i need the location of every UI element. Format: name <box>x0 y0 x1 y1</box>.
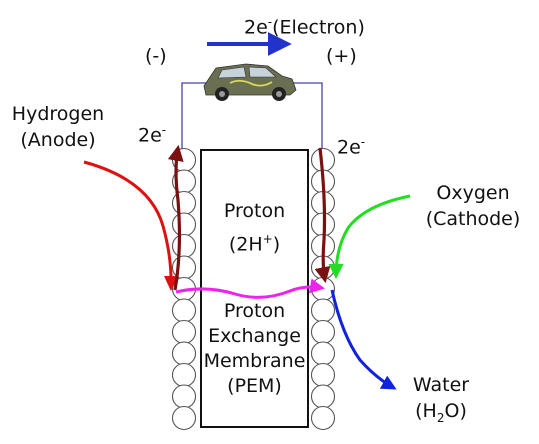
cathode-particle <box>310 362 336 388</box>
anode-electron-arrow <box>167 144 184 291</box>
proton-label-line1: Proton <box>223 200 286 222</box>
electron-flow-label: 2e-(Electron) <box>244 11 365 38</box>
anode-particle <box>171 319 197 345</box>
cathode-electron-label-main: 2e <box>337 136 361 159</box>
anode-electron-label: 2e- <box>138 119 166 146</box>
anode-particle <box>171 298 197 323</box>
cathode-label-line2: (Cathode) <box>425 208 521 230</box>
proton-chamber <box>200 149 309 428</box>
cathode-electron-label-sup: - <box>360 135 366 149</box>
membrane-label-line1: Proton <box>223 300 286 322</box>
cathode-electron-arrow <box>314 147 331 284</box>
cathode-particle <box>310 341 336 366</box>
cathode-label-line1: Oxygen <box>436 182 510 204</box>
proton-label-line2-sup: + <box>262 232 273 246</box>
anode-electron-label-main: 2e <box>138 124 162 147</box>
anode-electron-label-sup: - <box>161 123 167 137</box>
water-arrow <box>330 289 397 390</box>
proton-label: Proton (2H+) <box>201 200 308 255</box>
electron-flow-label-suffix: (Electron) <box>272 16 365 39</box>
cathode-electron-label: 2e- <box>337 131 365 158</box>
anode-particle <box>171 341 197 366</box>
water-label: Water (H2O) <box>396 374 486 429</box>
electron-flow-label-sup: - <box>267 15 273 29</box>
electron-flow-label-main: 2e <box>244 16 268 39</box>
anode-label-line2: (Anode) <box>20 129 96 151</box>
negative-terminal-label: (-) <box>145 45 167 67</box>
anode-label-line1: Hydrogen <box>11 103 105 125</box>
cathode-particle <box>310 276 336 302</box>
water-label-line2-prefix: (H <box>415 400 437 422</box>
positive-terminal-label: (+) <box>326 45 357 67</box>
cathode-label: Oxygen (Cathode) <box>412 182 534 230</box>
proton-label-line2-prefix: (2H <box>228 233 263 256</box>
membrane-label-line3: Membrane <box>203 350 306 372</box>
membrane-label-line4: (PEM) <box>227 375 282 397</box>
anode-particle <box>171 384 197 409</box>
proton-arrow <box>175 278 325 299</box>
membrane-label-line2: Exchange <box>208 325 301 347</box>
anode-label: Hydrogen (Anode) <box>6 103 110 151</box>
membrane-label: Proton Exchange Membrane (PEM) <box>197 300 312 397</box>
anode-particle <box>171 212 197 237</box>
car-image <box>203 63 297 101</box>
anode-particle <box>171 233 197 259</box>
anode-particle <box>171 362 197 388</box>
proton-label-line2: (2H+) <box>201 228 308 255</box>
hydrogen-arrow <box>83 160 179 291</box>
water-label-line2-suffix: O) <box>444 400 467 422</box>
oxygen-arrow <box>328 194 411 279</box>
water-label-line2: (H2O) <box>396 400 486 429</box>
cathode-particle <box>310 384 336 409</box>
proton-label-line2-suffix: ) <box>272 233 281 256</box>
water-label-line2-sub: 2 <box>436 410 445 425</box>
cathode-particle <box>310 319 336 345</box>
anode-particle <box>171 405 197 431</box>
water-label-line1: Water <box>412 374 470 396</box>
cathode-particle <box>310 405 336 431</box>
cathode-particle <box>310 298 336 323</box>
